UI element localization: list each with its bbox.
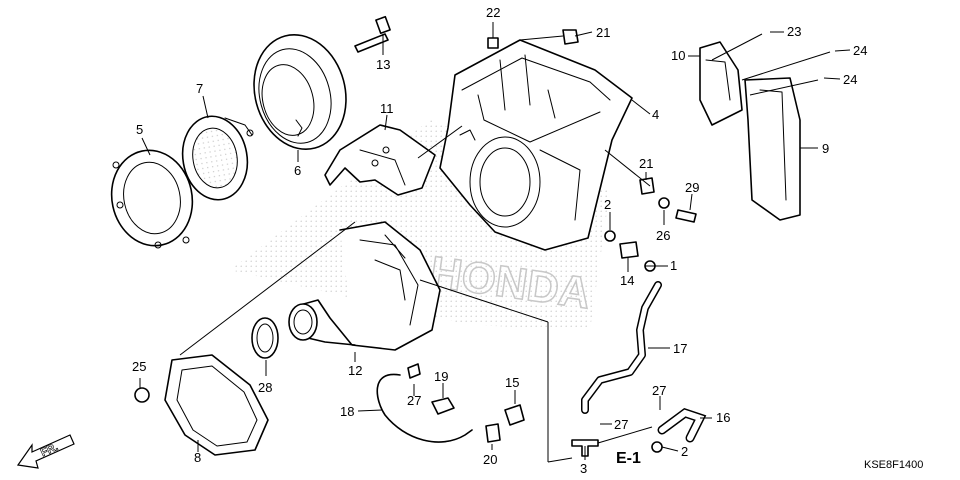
clip-20 — [485, 423, 501, 443]
callout-labels: 1 2 2 3 4 5 6 7 8 9 10 11 12 13 14 15 16… — [132, 5, 867, 476]
callout-25: 25 — [132, 359, 146, 374]
callout-8: 8 — [194, 450, 201, 465]
bolt-22 — [487, 37, 499, 49]
plug-15 — [504, 404, 525, 426]
callout-3: 3 — [580, 461, 587, 476]
band-28 — [251, 317, 279, 359]
callout-5: 5 — [136, 122, 143, 137]
air-box-bracket — [324, 124, 436, 196]
bolt-29 — [675, 209, 697, 223]
callout-27-c: 27 — [652, 383, 666, 398]
callout-29: 29 — [685, 180, 699, 195]
drain-tube-18-inner — [376, 374, 473, 443]
callout-10: 10 — [671, 48, 685, 63]
callout-13: 13 — [376, 57, 390, 72]
callout-20: 20 — [483, 452, 497, 467]
callout-22: 22 — [486, 5, 500, 20]
callout-6: 6 — [294, 163, 301, 178]
nut-21-top — [562, 29, 579, 45]
washer-26 — [658, 197, 670, 209]
callout-26: 26 — [656, 228, 670, 243]
side-plate-10 — [699, 41, 743, 126]
clamp-19 — [431, 397, 455, 415]
callout-21-top: 21 — [596, 25, 610, 40]
leader-lines — [139, 22, 851, 463]
bolt-13 — [354, 15, 391, 53]
callout-11: 11 — [380, 101, 394, 116]
callout-7: 7 — [196, 81, 203, 96]
diagram-code: KSE8F1400 — [864, 459, 923, 471]
callout-14: 14 — [620, 273, 634, 288]
connecting-tube-12 — [288, 221, 441, 351]
callout-24-bottom: 24 — [843, 72, 857, 87]
callout-19: 19 — [434, 369, 448, 384]
clip-2-bottom — [651, 441, 663, 453]
callout-15: 15 — [505, 375, 519, 390]
joint-14 — [619, 241, 639, 259]
gasket-cover-8 — [164, 354, 269, 456]
filter-holder — [110, 149, 194, 249]
callout-1: 1 — [670, 258, 677, 273]
nut-25 — [134, 387, 150, 403]
callout-12: 12 — [348, 363, 362, 378]
callout-2-bottom: 2 — [681, 444, 688, 459]
front-direction-arrow: FR. — [16, 434, 75, 469]
section-reference: E-1 — [616, 450, 641, 467]
callout-27-a: 27 — [407, 393, 421, 408]
callout-9: 9 — [822, 141, 829, 156]
clip-27-a — [407, 363, 421, 379]
callout-23: 23 — [787, 24, 801, 39]
callout-18: 18 — [340, 404, 354, 419]
callout-21-right: 21 — [639, 156, 653, 171]
air-filter-element — [253, 33, 347, 151]
drain-tube-18 — [376, 373, 473, 443]
callout-2-top: 2 — [604, 197, 611, 212]
air-cleaner-case — [439, 39, 633, 251]
callout-17: 17 — [673, 341, 687, 356]
callout-4: 4 — [652, 107, 659, 122]
clip-2-top — [604, 230, 616, 242]
filter-cage — [181, 115, 254, 201]
callout-28: 28 — [258, 380, 272, 395]
callout-27-b: 27 — [614, 417, 628, 432]
callout-24-top: 24 — [853, 43, 867, 58]
callout-16: 16 — [716, 410, 730, 425]
nut-21-right — [639, 177, 655, 195]
side-cover-9 — [744, 77, 801, 221]
